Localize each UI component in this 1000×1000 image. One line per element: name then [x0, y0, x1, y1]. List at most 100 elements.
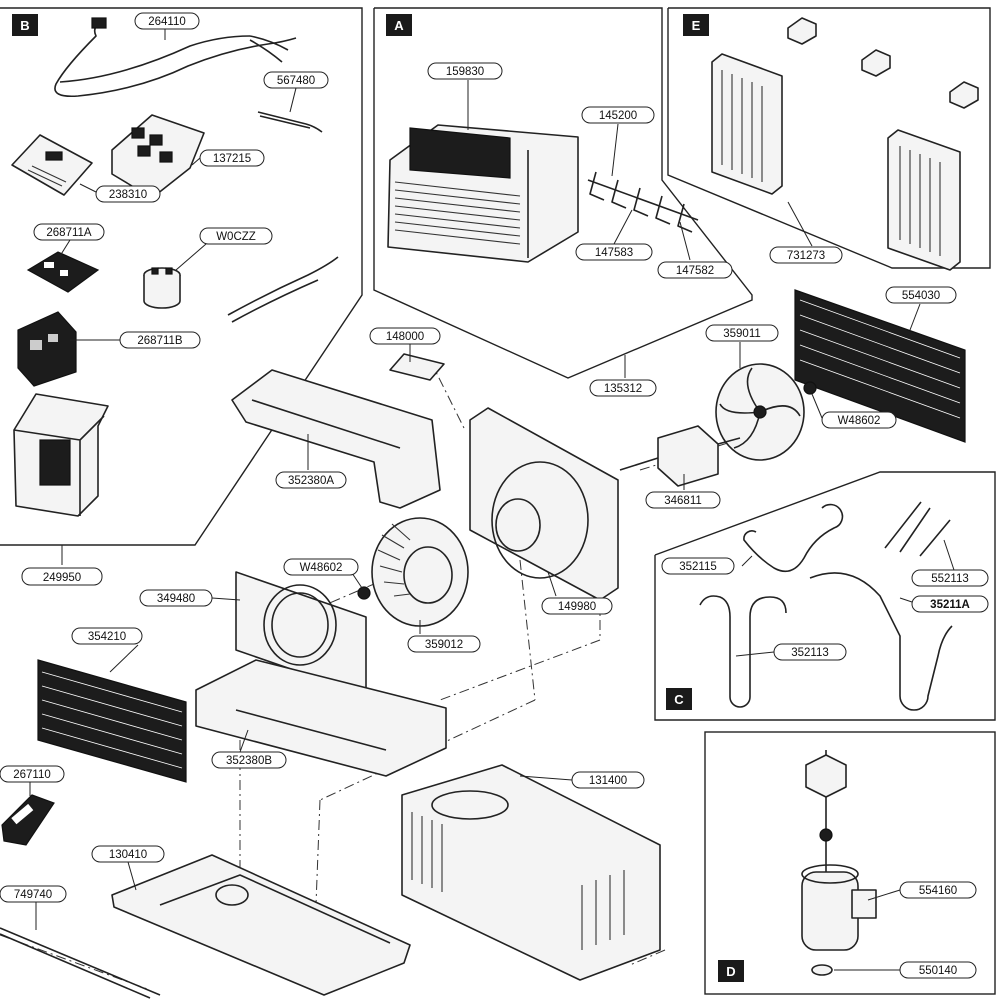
- svg-text:137215: 137215: [213, 153, 251, 165]
- svg-text:149980: 149980: [558, 601, 596, 613]
- blower-wheel-part: [371, 517, 469, 627]
- svg-text:135312: 135312: [604, 383, 642, 395]
- callout-352115: 352115: [661, 557, 735, 575]
- callout-149980: 149980: [541, 597, 613, 615]
- callout-554160: 554160: [899, 881, 977, 899]
- callout-W48602-outdoor: W48602: [821, 411, 897, 429]
- front-grille-part: [387, 124, 579, 263]
- section-b-label: B: [20, 18, 29, 33]
- callout-731273: 731273: [769, 246, 843, 264]
- compressor-part: [801, 750, 877, 976]
- svg-text:268711B: 268711B: [137, 335, 183, 347]
- nut-part: [357, 381, 817, 600]
- section-c-label: C: [674, 692, 684, 707]
- leader-lines: [29, 28, 955, 971]
- svg-text:554160: 554160: [919, 885, 957, 897]
- callout-567480: 567480: [263, 71, 329, 89]
- callout-145200: 145200: [581, 106, 655, 124]
- control-board-part: [111, 114, 205, 199]
- callout-359012: 359012: [407, 635, 481, 653]
- section-e-frame: E: [667, 7, 991, 269]
- svg-text:352113: 352113: [791, 647, 829, 659]
- svg-text:354210: 354210: [88, 631, 126, 643]
- control-box-part: [13, 393, 109, 517]
- fan-motor-part: [619, 425, 741, 487]
- callout-352380A: 352380A: [275, 471, 347, 489]
- pcb-b-part: [17, 311, 77, 387]
- svg-text:550140: 550140: [919, 965, 957, 977]
- callout-268711A: 268711A: [33, 223, 105, 241]
- svg-text:W0CZZ: W0CZZ: [216, 231, 256, 243]
- wire-harness-part: [257, 111, 323, 133]
- svg-text:249950: 249950: [43, 572, 81, 584]
- svg-text:268711A: 268711A: [46, 227, 92, 239]
- section-a-label: A: [394, 18, 404, 33]
- svg-text:145200: 145200: [599, 110, 637, 122]
- callout-352113: 352113: [773, 643, 847, 661]
- section-b-frame: B: [0, 7, 363, 565]
- louver-assembly-part: [587, 171, 699, 233]
- section-c-frame: C: [654, 471, 996, 721]
- callout-159830: 159830: [427, 62, 503, 80]
- condenser-coil-part: [794, 289, 966, 443]
- refrigerant-tubes-part: [699, 501, 953, 711]
- installation-rail-part: [0, 927, 161, 999]
- shroud-part: [469, 407, 619, 601]
- section-d-label: D: [726, 964, 735, 979]
- air-guide-part: [231, 369, 441, 509]
- callout-552113: 552113: [911, 569, 989, 587]
- remote-control-part: [1, 794, 55, 846]
- svg-text:731273: 731273: [787, 250, 825, 262]
- callout-147583: 147583: [575, 243, 653, 261]
- callout-349480: 349480: [139, 589, 213, 607]
- callout-550140: 550140: [899, 961, 977, 979]
- callout-352380B: 352380B: [211, 751, 287, 769]
- svg-text:159830: 159830: [446, 66, 484, 78]
- svg-text:352115: 352115: [679, 561, 717, 573]
- callout-267110: 267110: [0, 765, 65, 783]
- callout-264110: 264110: [134, 12, 200, 30]
- callout-135312: 135312: [589, 379, 657, 397]
- evaporator-coil-part: [37, 659, 187, 783]
- svg-text:267110: 267110: [13, 769, 51, 781]
- jumper-wire-part: [227, 256, 339, 323]
- svg-text:352380B: 352380B: [226, 755, 272, 767]
- svg-text:147582: 147582: [676, 265, 714, 277]
- callout-148000: 148000: [369, 327, 441, 345]
- part-callouts: 264110 567480 137215 238310 268711A W0CZ…: [0, 12, 989, 979]
- base-clip-part: [389, 353, 445, 381]
- svg-text:130410: 130410: [109, 849, 147, 861]
- power-cord-part: [54, 17, 297, 98]
- side-curtain-left-part: [711, 53, 783, 195]
- orifice-plate-part: [235, 571, 367, 696]
- bracket-parts: [787, 17, 979, 109]
- callout-147582: 147582: [657, 261, 733, 279]
- pcb-a-part: [26, 251, 100, 293]
- section-e-label: E: [692, 18, 701, 33]
- callout-35211A: 35211A: [911, 595, 989, 613]
- callout-249950: 249950: [21, 567, 103, 586]
- capacitor-part: [143, 267, 181, 309]
- callout-554030: 554030: [885, 286, 957, 304]
- cabinet-part: [401, 764, 661, 981]
- side-curtain-right-part: [887, 129, 961, 271]
- svg-text:W48602: W48602: [300, 562, 343, 574]
- callout-238310: 238310: [95, 185, 161, 203]
- svg-text:352380A: 352380A: [288, 475, 334, 487]
- callout-354210: 354210: [71, 627, 143, 645]
- callout-359011: 359011: [705, 324, 779, 342]
- callout-130410: 130410: [91, 845, 165, 863]
- callout-W48602-indoor: W48602: [283, 558, 359, 576]
- svg-text:148000: 148000: [386, 331, 424, 343]
- svg-text:567480: 567480: [277, 75, 315, 87]
- callout-749740: 749740: [0, 885, 67, 903]
- callout-W0CZZ: W0CZZ: [199, 227, 273, 245]
- section-d-frame: D: [704, 731, 996, 995]
- svg-text:749740: 749740: [14, 889, 52, 901]
- svg-text:359012: 359012: [425, 639, 463, 651]
- callout-131400: 131400: [571, 771, 645, 789]
- outdoor-fan-part: [715, 363, 805, 461]
- svg-text:359011: 359011: [723, 328, 761, 340]
- callout-268711B: 268711B: [119, 331, 201, 349]
